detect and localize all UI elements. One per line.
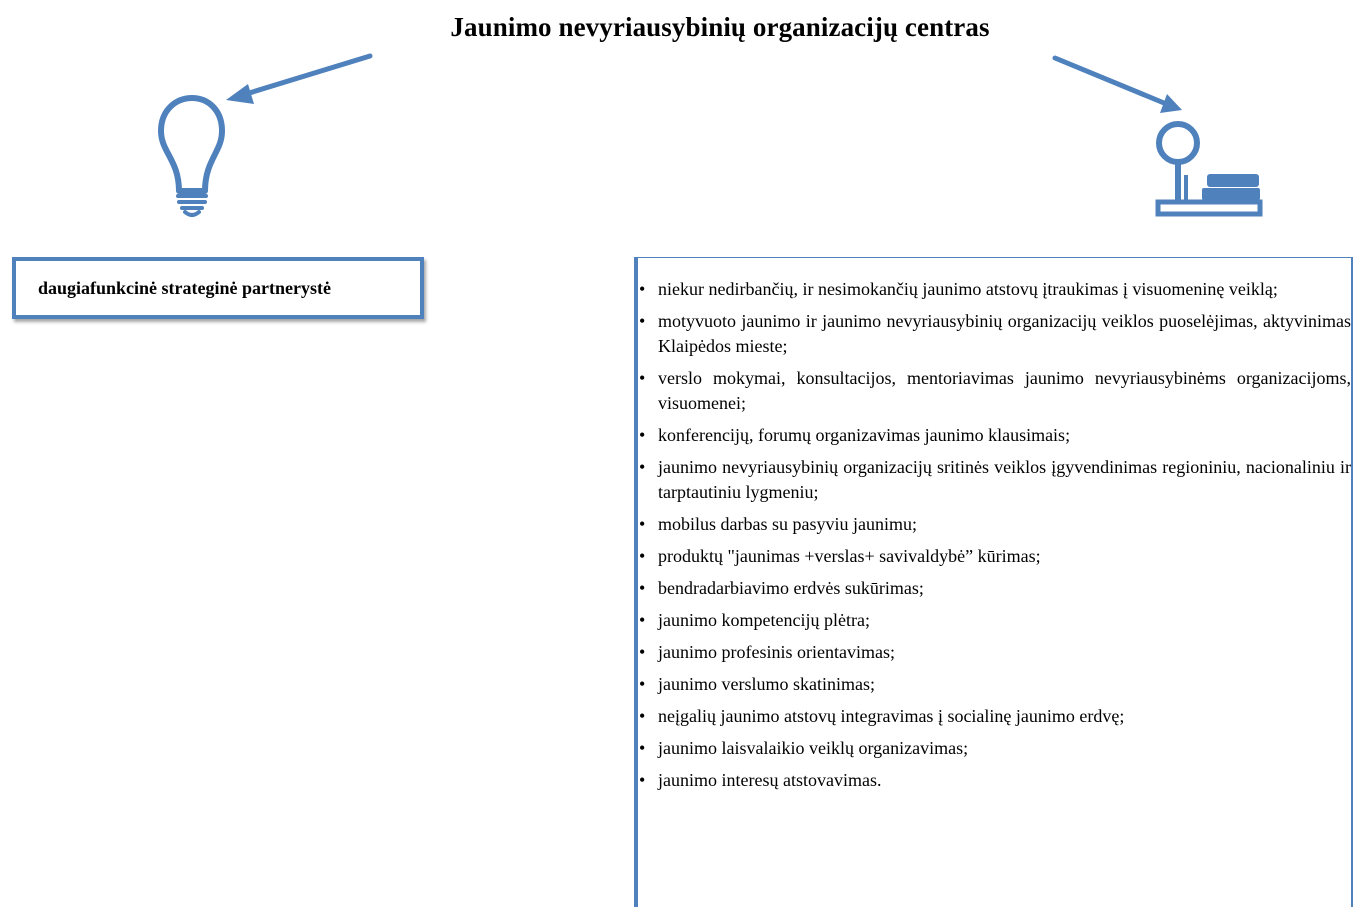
activities-panel: • niekur nedirbančių, ir nesimokančių jau… (634, 257, 1353, 907)
bullet-icon: • (639, 514, 646, 534)
activity-text: jaunimo profesinis orientavimas; (658, 642, 895, 662)
bullet-icon: • (639, 610, 646, 630)
activity-item: • mobilus darbas su pasyviu jaunimu; (638, 512, 1351, 537)
activity-text: jaunimo verslumo skatinimas; (658, 674, 875, 694)
lightbulb-icon (158, 95, 225, 217)
activity-text: verslo mokymai, konsultacijos, mentoriav… (658, 368, 1351, 413)
activity-item: • jaunimo nevyriausybinių organizacijų sr… (638, 455, 1351, 505)
bullet-icon: • (639, 457, 646, 477)
activities-list: • niekur nedirbančių, ir nesimokančių jau… (638, 277, 1351, 800)
activity-item: • jaunimo profesinis orientavimas; (638, 640, 1351, 665)
bullet-icon: • (639, 642, 646, 662)
bullet-icon: • (639, 311, 646, 331)
diagram-title: Jaunimo nevyriausybinių organizacijų cen… (450, 12, 990, 42)
bullet-icon: • (639, 279, 646, 299)
activity-item: • konferencijų, forumų organizavimas jaun… (638, 423, 1351, 448)
activity-item: • niekur nedirbančių, ir nesimokančių jau… (638, 277, 1351, 302)
bullet-icon: • (639, 770, 646, 790)
activity-text: jaunimo laisvalaikio veiklų organizavima… (658, 738, 969, 758)
activity-item: • motyvuoto jaunimo ir jaunimo nevyriausy… (638, 309, 1351, 359)
bullet-icon: • (639, 368, 646, 388)
bullet-icon: • (639, 546, 646, 566)
arrow-left (226, 53, 373, 104)
activity-text: produktų "jaunimas +verslas+ savivaldybė… (658, 546, 1041, 566)
activity-item: • bendradarbiavimo erdvės sukūrimas; (638, 576, 1351, 601)
activity-text: jaunimo interesų atstovavimas. (658, 770, 882, 790)
bullet-icon: • (639, 738, 646, 758)
desk-lamp-with-books-icon (1155, 121, 1263, 217)
activity-text: jaunimo nevyriausybinių organizacijų sri… (658, 457, 1351, 502)
activity-text: mobilus darbas su pasyviu jaunimu; (658, 514, 917, 534)
activity-text: jaunimo kompetencijų plėtra; (658, 610, 870, 630)
activity-text: konferencijų, forumų organizavimas jauni… (658, 425, 1071, 445)
bullet-icon: • (639, 674, 646, 694)
strategic-partnership-label: daugiafunkcinė strateginė partnerystė (38, 277, 331, 298)
activity-item: • verslo mokymai, konsultacijos, mentoria… (638, 366, 1351, 416)
activity-text: neįgalių jaunimo atstovų integravimas į … (658, 706, 1125, 726)
bullet-icon: • (639, 706, 646, 726)
activity-item: • jaunimo kompetencijų plėtra; (638, 608, 1351, 633)
activity-item: • neįgalių jaunimo atstovų integravimas į… (638, 704, 1351, 729)
strategic-partnership-box: daugiafunkcinė strateginė partnerystė (12, 257, 424, 319)
activity-text: motyvuoto jaunimo ir jaunimo nevyriausyb… (658, 311, 1351, 356)
arrow-right (1052, 55, 1182, 113)
activity-text: bendradarbiavimo erdvės sukūrimas; (658, 578, 924, 598)
panel-edge (1351, 258, 1353, 907)
activity-text: niekur nedirbančių, ir nesimokančių jaun… (658, 279, 1278, 299)
bullet-icon: • (639, 425, 646, 445)
activity-item: • jaunimo interesų atstovavimas. (638, 768, 1351, 793)
activity-item: • produktų "jaunimas +verslas+ savivaldyb… (638, 544, 1351, 569)
activity-item: • jaunimo laisvalaikio veiklų organizavim… (638, 736, 1351, 761)
activity-item: • jaunimo verslumo skatinimas; (638, 672, 1351, 697)
bullet-icon: • (639, 578, 646, 598)
